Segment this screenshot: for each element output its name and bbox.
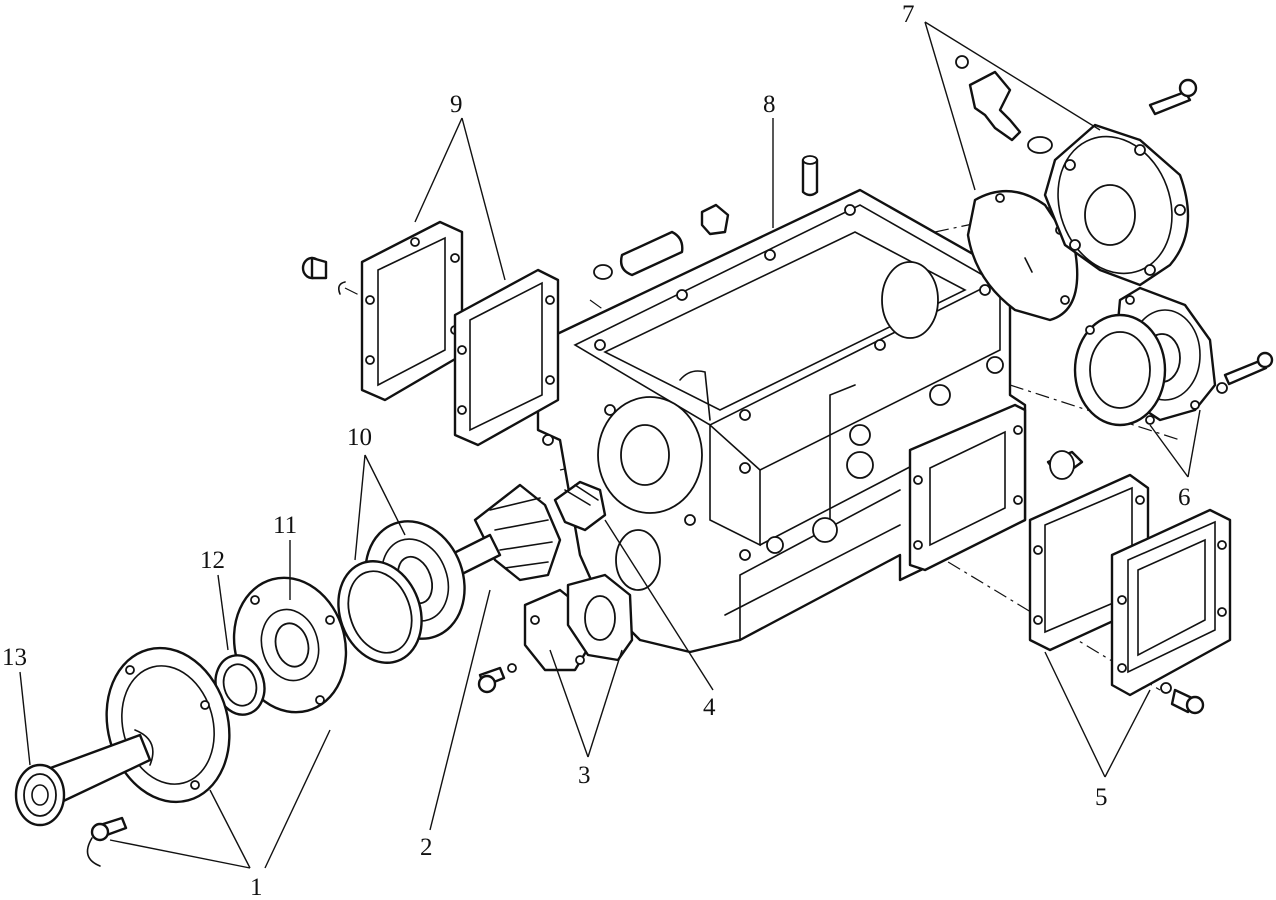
callout-3: 3 (578, 762, 591, 789)
callout-8: 8 (763, 91, 776, 118)
front-cover (43, 646, 231, 807)
callout-5: 5 (1095, 784, 1108, 811)
side-bearing-cap-gasket (1073, 313, 1167, 427)
speedometer-drive-fitting (955, 55, 1053, 154)
spline-shaft (553, 480, 607, 532)
callout-6: 6 (1178, 484, 1191, 511)
side-cover-bolt (1160, 682, 1205, 715)
breather-plug (700, 203, 730, 236)
callout-1: 1 (250, 874, 263, 900)
side-cover (1110, 508, 1232, 697)
small-inspection-gasket (566, 573, 634, 662)
side-cap-bolt (1216, 351, 1274, 394)
callout-labels: 1 2 3 4 5 6 7 8 9 10 11 12 13 (2, 1, 1191, 900)
callout-11: 11 (273, 512, 297, 539)
input-seal-cap (14, 763, 66, 827)
dowel-pin (801, 155, 819, 197)
bushing (1046, 450, 1084, 480)
callout-9: 9 (450, 91, 463, 118)
callout-4: 4 (703, 694, 716, 721)
callout-13: 13 (2, 644, 27, 671)
rear-cover-bolt (1148, 78, 1198, 116)
gearbox-housing (536, 188, 1027, 654)
front-cover-bolt (86, 816, 128, 867)
rear-cover (1043, 123, 1190, 287)
side-opening-frame (908, 403, 1027, 572)
snap-ring (337, 560, 423, 664)
top-cover-gasket (453, 268, 560, 447)
top-cover-bolt (301, 256, 346, 295)
callout-2: 2 (420, 834, 433, 861)
callout-10: 10 (347, 424, 372, 451)
top-cover (360, 220, 464, 402)
callout-7: 7 (902, 1, 915, 28)
drain-plug (593, 230, 684, 280)
small-cover-bolt (477, 663, 517, 694)
callout-12: 12 (200, 547, 225, 574)
leader-lines (19, 21, 1201, 869)
